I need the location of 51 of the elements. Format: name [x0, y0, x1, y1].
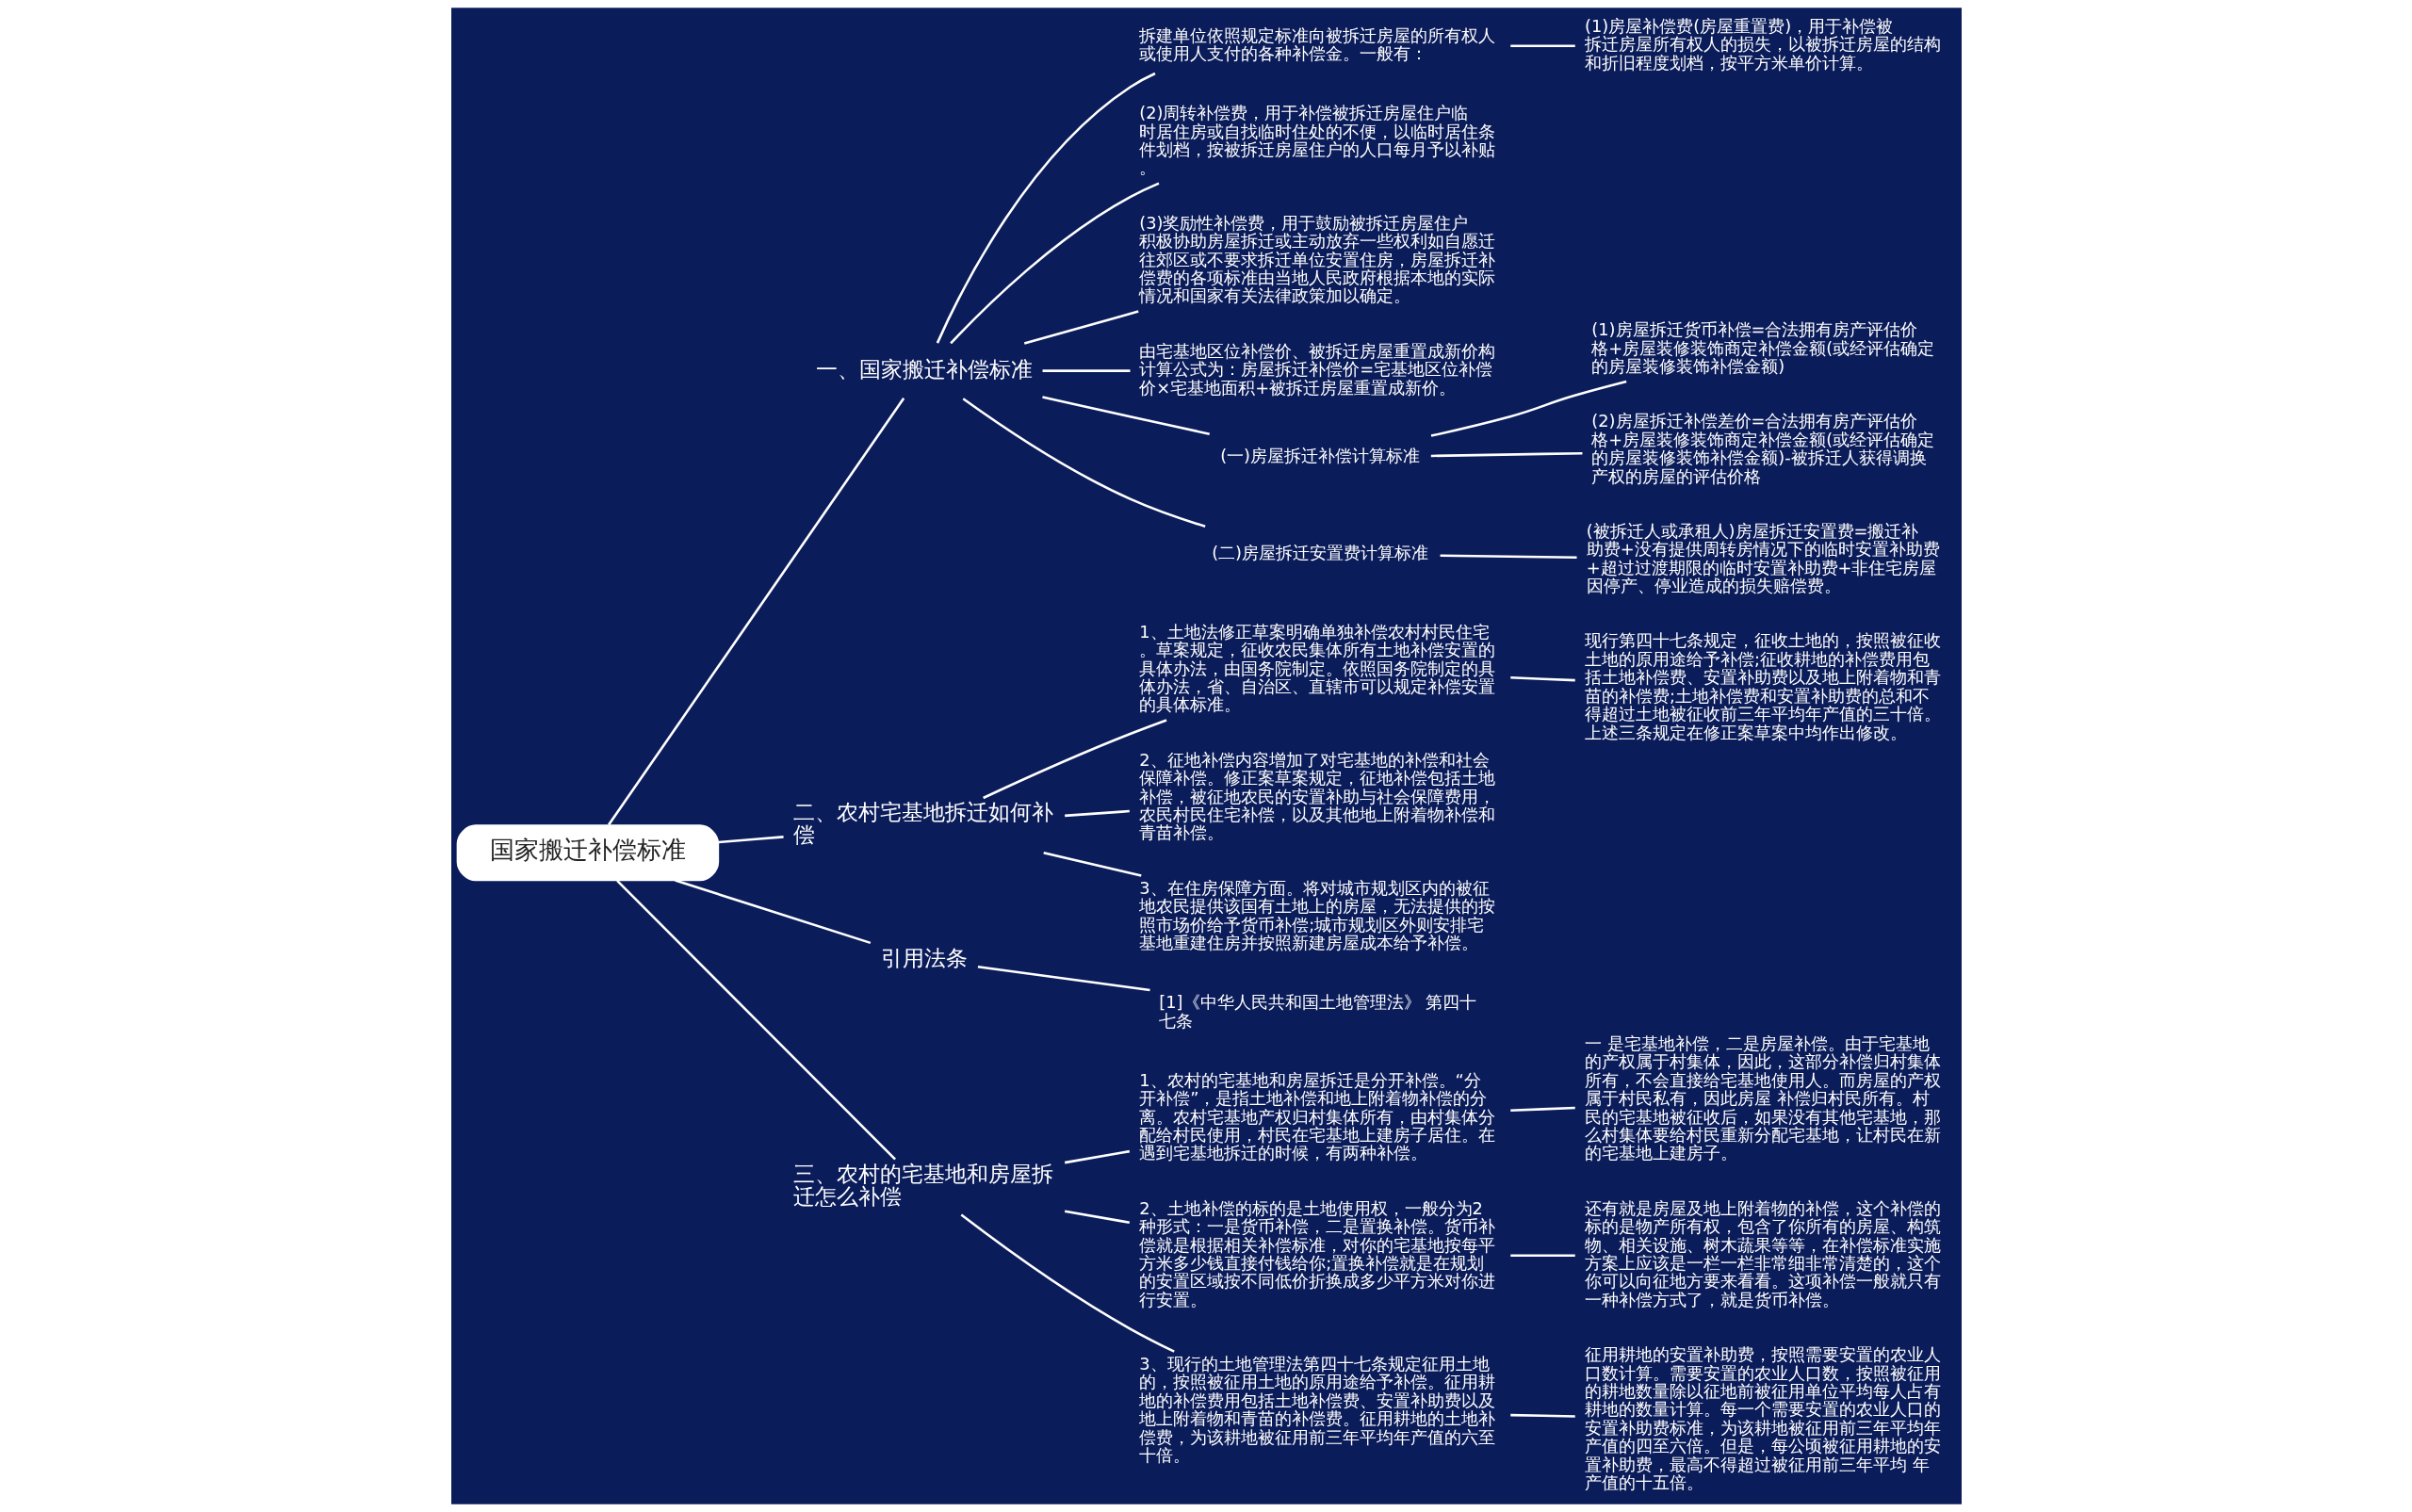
node-text: (3)奖励性补偿费，用于鼓励被拆迁房屋住户积极协助房屋拆迁或主动放弃一些权利如自愿迁往郊区或不要求拆迁单位安置住房，房屋拆迁补偿费的各项标准由当地人民政府根据本地的实际情况和国家有关法律政策加以确定。	[1138, 212, 1495, 306]
node-text: 由宅基地区位补偿价、被拆迁房屋重置成新价构计算公式为：房屋拆迁补偿价=宅基地区位补偿价×宅基地面积+被拆迁房屋重置成新价。	[1138, 340, 1495, 398]
connector	[1023, 310, 1139, 345]
node-text: (二)房屋拆迁安置费计算标准	[1211, 542, 1428, 562]
node-text: (被拆迁人或承租人)房屋拆迁安置费=搬迁补助费+没有提供周转房情况下的临时安置补助费+超过过渡期限的临时安置补助费+非住宅房屋因停产、停业造成的损失赔偿费。	[1586, 520, 1940, 596]
node-text: 二、农村宅基地拆迁如何补偿	[792, 800, 1053, 848]
connector	[1430, 380, 1626, 437]
node-text: 三、农村的宅基地和房屋拆迁怎么补偿	[792, 1161, 1053, 1210]
node-text: 现行第四十七条规定，征收土地的，按照被征收土地的原用途给予补偿;征收耕地的补偿费用包括土地补偿费、安置补助费以及地上附着物和青苗的补偿费;土地补偿费和安置补助费的总和不得超过土地被征收前三年平均年产值的三十倍。上述三条规定在修正案草案中均作出修改。	[1584, 630, 1941, 742]
connector	[1509, 1413, 1575, 1418]
node-text: 拆建单位依照规定标准向被拆迁房屋的所有权人或使用人支付的各种补偿金。一般有：	[1138, 24, 1495, 64]
node-text: 1、土地法修正草案明确单独补偿农村村民住宅。草案规定，征收农民集体所有土地补偿安置的具体办法，由国务院制定。依照国务院制定的具体办法，省、自治区、直辖市可以规定补偿安置的具体标准。	[1138, 621, 1495, 715]
connector	[1042, 852, 1142, 877]
node-text: [1]《中华人民共和国土地管理法》 第四十七条	[1158, 992, 1476, 1031]
node-text: 一、国家搬迁补偿标准	[815, 356, 1033, 382]
node-text: (1)房屋拆迁货币补偿=合法拥有房产评估价格+房屋装修装饰商定补偿金额(或经评估确定的房屋装修装饰补偿金额)	[1590, 319, 1934, 376]
connector	[607, 398, 904, 826]
connector	[1509, 1254, 1575, 1258]
node-text: (2)房屋拆迁补偿差价=合法拥有房产评估价格+房屋装修装饰商定补偿金额(或经评估确定的房屋装修装饰补偿金额)-被拆迁人获得调换产权的房屋的评估价格	[1590, 411, 1934, 486]
connector	[1509, 676, 1575, 682]
connector	[615, 880, 896, 1161]
connector	[977, 965, 1150, 992]
node-text: 2、土地补偿的标的是土地使用权，一般分为2种形式：一是货币补偿，二是置换补偿。货币补偿就是根据相关补偿标准，对你的宅基地按每平方米多少钱直接付钱给你;置换补偿就是在规划的安置区域按不同低价折换成多少平方米对你进行安置。	[1138, 1197, 1495, 1309]
connector	[1041, 396, 1210, 435]
node-text: 一 是宅基地补偿，二是房屋补偿。由于宅基地的产权属于村集体，因此，这部分补偿归村集体所有，不会直接给宅基地使用人。而房屋的产权属于村民私有，因此房屋 补偿归村民所有。村民的宅基地被征收后，如果没有其他宅基地，那么村集体要给村民重新分配宅基地，让村民在新的宅基地上建房子。	[1584, 1032, 1941, 1163]
connector	[962, 398, 1205, 528]
connector	[1509, 44, 1575, 48]
connector	[982, 719, 1166, 800]
connector	[1509, 1106, 1575, 1113]
node-text: 2、征地补偿内容增加了对宅基地的补偿和社会保障补偿。修正案草案规定，征地补偿包括土地补偿，被征地农民的安置补助与社会保障费用，农民村民住宅补偿，以及其他地上附着物补偿和青苗补偿。	[1138, 749, 1495, 843]
connector	[1042, 369, 1130, 372]
connector	[1064, 1149, 1130, 1164]
connector	[1440, 554, 1577, 559]
node-text: 3、在住房保障方面。将对城市规划区内的被征地农民提供该国有土地上的房屋，无法提供的按照市场价给予货币补偿;城市规划区外则安排宅基地重建住房并按照新建房屋成本给予补偿。	[1138, 877, 1495, 952]
connector	[1430, 451, 1582, 458]
node-text: 1、农村的宅基地和房屋拆迁是分开补偿。“分开补偿”，是指土地补偿和地上附着物补偿的分离。农村宅基地产权归村集体所有，由村集体分配给村民使用，村民在宅基地上建房子居住。在遇到宅基地拆迁的时候，有两种补偿。	[1138, 1069, 1495, 1163]
node-text: 还有就是房屋及地上附着物的补偿，这个补偿的标的是物产所有权，包含了你所有的房屋、构筑物、相关设施、树木蔬果等等，在补偿标准实施方案上应该是一栏一栏非常细非常清楚的，这个你可以向征地方要来看看。这项补偿一般就只有一种补偿方式了，就是货币补偿。	[1584, 1197, 1941, 1309]
node-text: 引用法条	[880, 945, 968, 970]
node-box: 国家搬迁补偿标准	[456, 824, 719, 882]
connector	[1064, 809, 1130, 818]
node-text: 3、现行的土地管理法第四十七条规定征用土地的，按照被征用土地的原用途给予补偿。征用耕地的补偿费用包括土地补偿费、安置补助费以及地上附着物和青苗的补偿费。征用耕地的土地补偿费，为该耕地被征用前三年平均年产值的六至十倍。	[1138, 1353, 1495, 1466]
node-text: (1)房屋补偿费(房屋重置费)，用于补偿被拆迁房屋所有权人的损失，以被拆迁房屋的结构和折旧程度划档，按平方米单价计算。	[1584, 15, 1941, 73]
node-text: (2)周转补偿费，用于补偿被拆迁房屋住户临时居住房或自找临时住处的不便，以临时居住条件划档，按被拆迁房屋住户的人口每月予以补贴。	[1138, 103, 1495, 178]
connector	[718, 836, 784, 844]
node-text: (一)房屋拆迁补偿计算标准	[1219, 446, 1420, 466]
connector	[936, 72, 1156, 344]
connector	[1064, 1210, 1130, 1224]
connector	[674, 879, 871, 945]
node-text: 征用耕地的安置补助费，按照需要安置的农业人口数计算。需要安置的农业人口数，按照被征用的耕地数量除以征地前被征用单位平均每人占有耕地的数量计算。每一个需要安置的农业人口的安置补助费标准，为该耕地被征用前三年平均年产值的四至六倍。但是，每公顷被征用耕地的安置补助费，最高不得超过被征用前三年平均 年产值的十五倍。	[1584, 1344, 1941, 1493]
connector	[949, 182, 1159, 345]
connector	[960, 1213, 1175, 1353]
